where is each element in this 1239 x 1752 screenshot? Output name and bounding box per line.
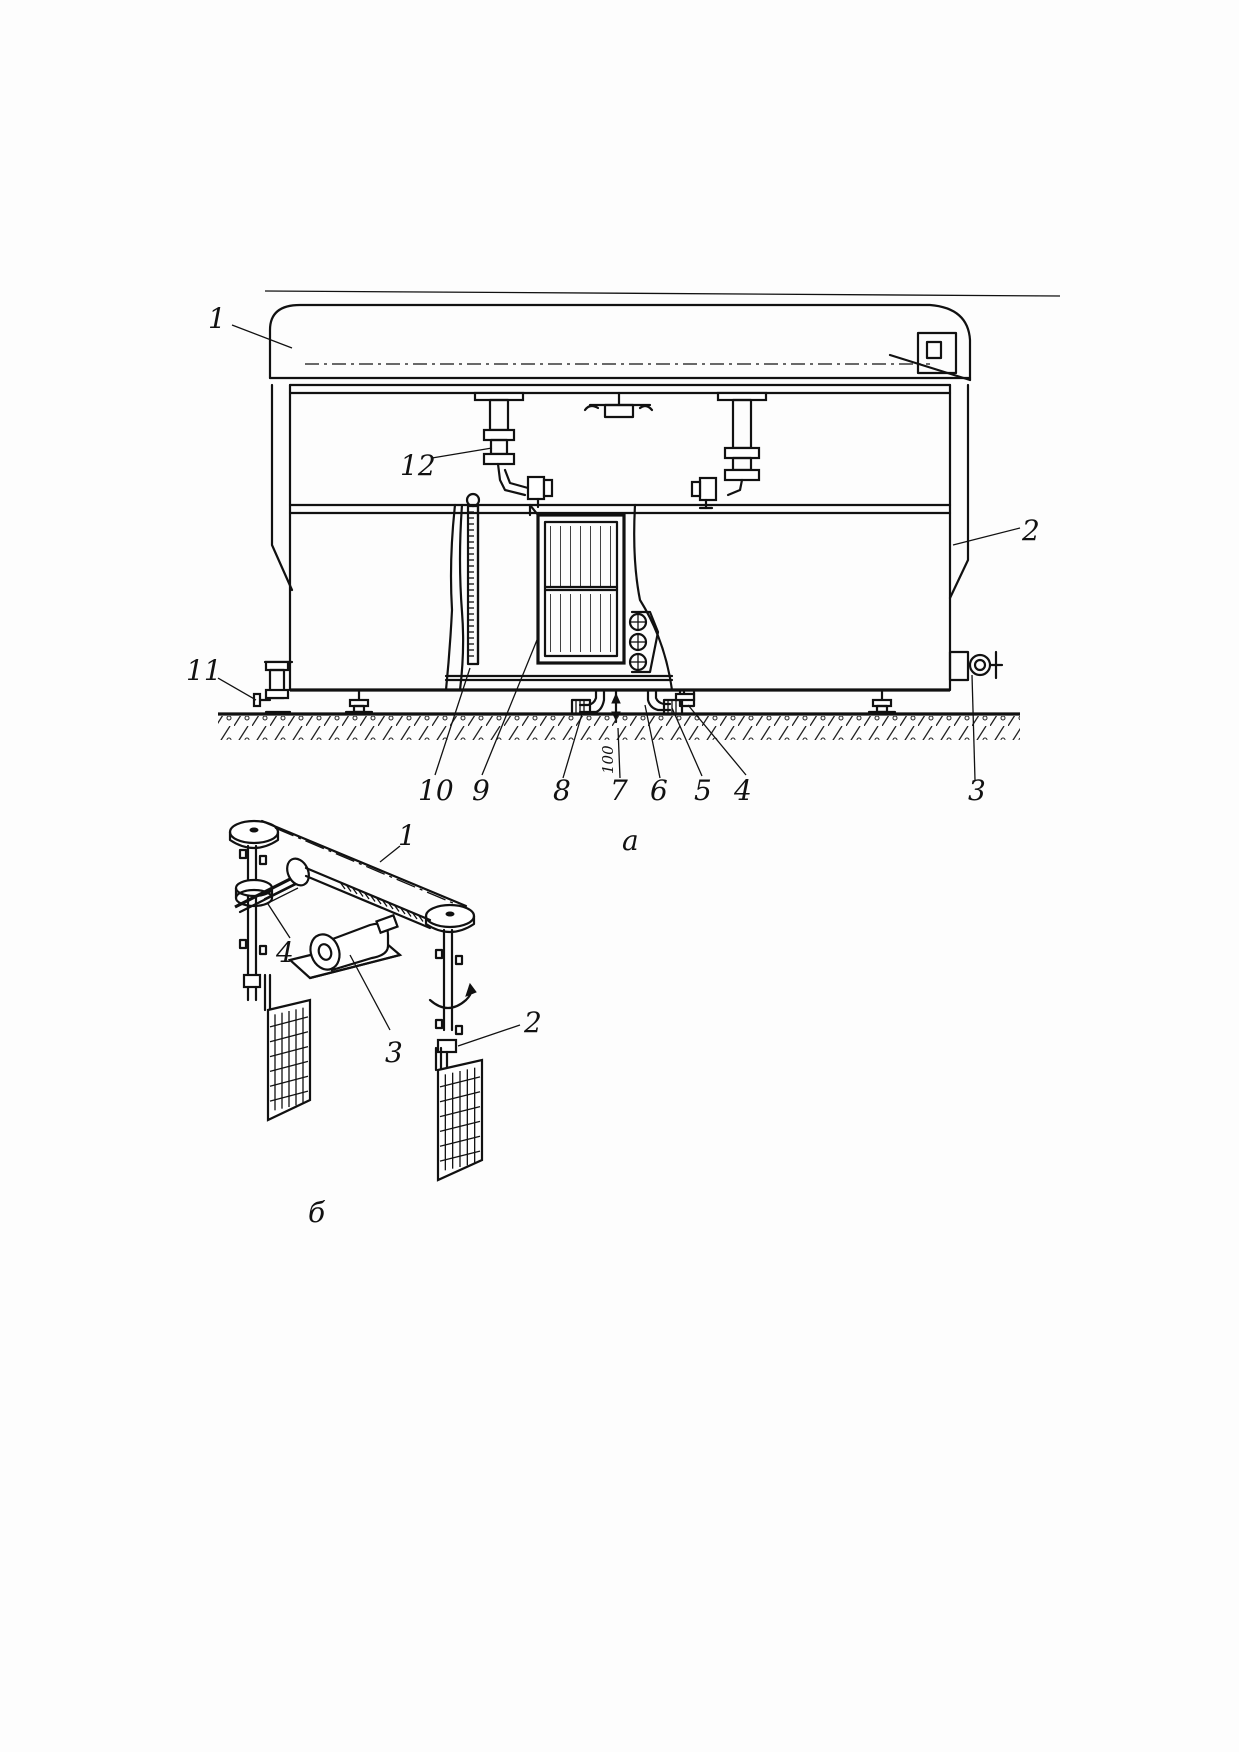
label-8: 8 — [553, 774, 571, 807]
shaft-hatch-stroke — [375, 896, 382, 905]
shaft-hatch-stroke — [405, 909, 412, 917]
right-suspension-rod — [690, 391, 768, 510]
rack-rung — [439, 1091, 481, 1103]
shaft-hatch-stroke — [357, 889, 364, 897]
shaft-hatch-stroke — [369, 894, 376, 902]
top-reference-line — [264, 290, 1061, 297]
shaft-hatch-stroke — [399, 906, 406, 915]
shaft-hatch-stroke — [351, 886, 358, 895]
left-shaft-clamps — [238, 848, 268, 956]
label-3: 3 — [968, 774, 986, 807]
drain-valve — [948, 650, 1004, 682]
lid-hinge-bracket — [888, 331, 972, 382]
rack-rung — [269, 1090, 309, 1102]
shaft-hatch-stroke — [381, 899, 388, 907]
label-1: 1 — [208, 302, 226, 335]
left-valve — [252, 692, 272, 708]
left-casing-outer — [270, 383, 294, 592]
rack-rung — [439, 1150, 481, 1162]
foot-left — [264, 660, 292, 714]
label-9: 9 — [472, 774, 490, 807]
heater-terminals — [628, 610, 660, 674]
cutaway-right-boundary — [633, 503, 674, 692]
label-b-3: 3 — [385, 1036, 403, 1069]
right-rack-hanger — [434, 1038, 484, 1182]
basket-grid-upper — [548, 526, 614, 586]
shaft-hatch-stroke — [393, 904, 400, 912]
foot-3 — [674, 688, 696, 702]
motor-shaft-2 — [304, 874, 432, 930]
belt-top — [260, 819, 468, 908]
label-11: 11 — [186, 654, 222, 687]
shaft-hatch-stroke — [363, 891, 370, 900]
label-6: 6 — [650, 774, 668, 807]
label-4: 4 — [733, 774, 752, 807]
basket-cage — [528, 503, 626, 665]
dimension-100-label: 100 — [599, 745, 617, 774]
support-feet — [264, 660, 897, 714]
right-pulley — [424, 903, 476, 934]
rack-rung — [439, 1135, 481, 1147]
leader-lines — [217, 324, 1021, 781]
floor-hatching — [218, 716, 1020, 740]
rotation-arrowhead — [465, 982, 477, 997]
rack-rung — [439, 1076, 481, 1088]
thermometer-section-boundary — [444, 503, 457, 692]
thermometer — [465, 492, 481, 666]
rack-rung — [439, 1120, 481, 1133]
cutaway-left-boundary — [458, 503, 465, 692]
label-7: 7 — [610, 774, 628, 807]
left-rack-hanger — [242, 973, 312, 1122]
rack-rung — [269, 1031, 309, 1043]
foot-2 — [344, 688, 374, 714]
right-casing-outer — [948, 383, 970, 600]
label-b-2: 2 — [523, 1006, 542, 1039]
view-a-side-elevation: 1 2 3 4 5 6 7 8 9 10 11 12 100 а — [186, 290, 1061, 857]
label-b-4: 4 — [275, 936, 294, 969]
right-shaft-clamps — [434, 948, 464, 1036]
view-b-leader-lines — [267, 845, 521, 1047]
rotation-arrow — [428, 984, 473, 1010]
lid — [268, 303, 972, 382]
top-center-fitting — [583, 391, 654, 419]
left-suspension-rod — [473, 391, 554, 509]
rack-rung — [269, 1075, 309, 1087]
shaft-hatch-stroke — [339, 881, 346, 890]
belt-axis — [274, 827, 461, 907]
basket-grid-lower — [548, 594, 614, 652]
label-10: 10 — [418, 774, 454, 807]
view-b-drive-mechanism: 1 2 3 4 б — [228, 819, 542, 1229]
label-12: 12 — [400, 449, 436, 482]
shaft-hatch-stroke — [417, 914, 424, 922]
motor-shaft-hatching — [339, 881, 424, 922]
worm-gear — [234, 857, 310, 914]
rack-rung — [269, 1060, 309, 1073]
caption-a: а — [622, 824, 639, 857]
rack-rung — [269, 1045, 309, 1058]
label-b-1: 1 — [398, 819, 416, 852]
label-2: 2 — [1021, 514, 1040, 547]
left-pulley — [228, 819, 280, 850]
left-drain-pipe — [570, 688, 606, 716]
caption-b: б — [308, 1196, 326, 1229]
electric-motor — [287, 913, 403, 980]
label-5: 5 — [694, 774, 712, 807]
rack-rung — [439, 1105, 481, 1118]
foot-4 — [867, 688, 897, 714]
rack-rung — [269, 1016, 309, 1028]
shaft-hatch-stroke — [411, 911, 418, 920]
shaft-hatch-stroke — [345, 884, 352, 892]
motor-shaft — [304, 866, 432, 922]
shaft-hatch-stroke — [387, 901, 394, 910]
